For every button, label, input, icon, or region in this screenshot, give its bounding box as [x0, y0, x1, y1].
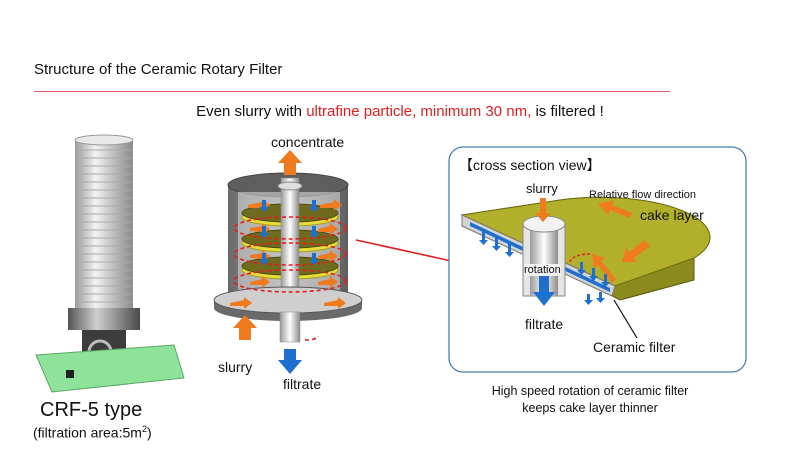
- area-close: ): [146, 424, 152, 441]
- area-text: (filtration area:5m: [33, 424, 142, 441]
- filtrate-outlet-arrow: [278, 349, 302, 374]
- page-title: Structure of the Ceramic Rotary Filter: [34, 61, 283, 78]
- concentrate-label: concentrate: [271, 134, 345, 150]
- caption-line-2: keeps cake layer thinner: [522, 401, 658, 415]
- subtitle-pre: Even slurry with: [196, 103, 307, 120]
- cs-filtrate-label: filtrate: [525, 316, 564, 332]
- concentrate-arrow: [278, 150, 302, 175]
- ceramic-filter-label: Ceramic filter: [593, 339, 676, 355]
- machine-area-label: (filtration area:5m2): [33, 424, 152, 441]
- subtitle: Even slurry with ultrafine particle, min…: [0, 103, 800, 120]
- machine-column: [75, 140, 133, 310]
- area-superscript: 2: [141, 424, 147, 434]
- filtrate-label: filtrate: [283, 376, 322, 392]
- rotor-shaft: [280, 177, 300, 304]
- cross-section-title: 【cross section view】: [459, 157, 601, 173]
- ceramic-filter-pointer: [613, 299, 638, 339]
- cake-layer-label: cake layer: [640, 207, 704, 223]
- crf-machine-illustration: [35, 134, 185, 393]
- machine-base: [35, 344, 185, 393]
- title-divider: [34, 91, 670, 92]
- subtitle-highlight: ultrafine particle, minimum 30 nm,: [306, 103, 532, 120]
- filter-cutaway: [213, 150, 363, 374]
- cross-section-illustration: [460, 196, 711, 339]
- machine-model-label: CRF-5 type: [40, 399, 143, 421]
- caption-line-1: High speed rotation of ceramic filter: [491, 384, 689, 398]
- filtrate-arrow: [533, 270, 555, 306]
- relative-flow-label: Relative flow direction: [589, 189, 696, 201]
- slurry-label: slurry: [218, 359, 253, 375]
- cs-slurry-label: slurry: [526, 181, 558, 196]
- detail-connector: [355, 239, 457, 263]
- cross-section-caption: High speed rotation of ceramic filter ke…: [445, 383, 735, 417]
- subtitle-post: is filtered !: [531, 103, 604, 120]
- rotation-label: rotation: [524, 264, 561, 276]
- slurry-inlet-arrow: [233, 315, 257, 340]
- machine-flange: [68, 308, 140, 330]
